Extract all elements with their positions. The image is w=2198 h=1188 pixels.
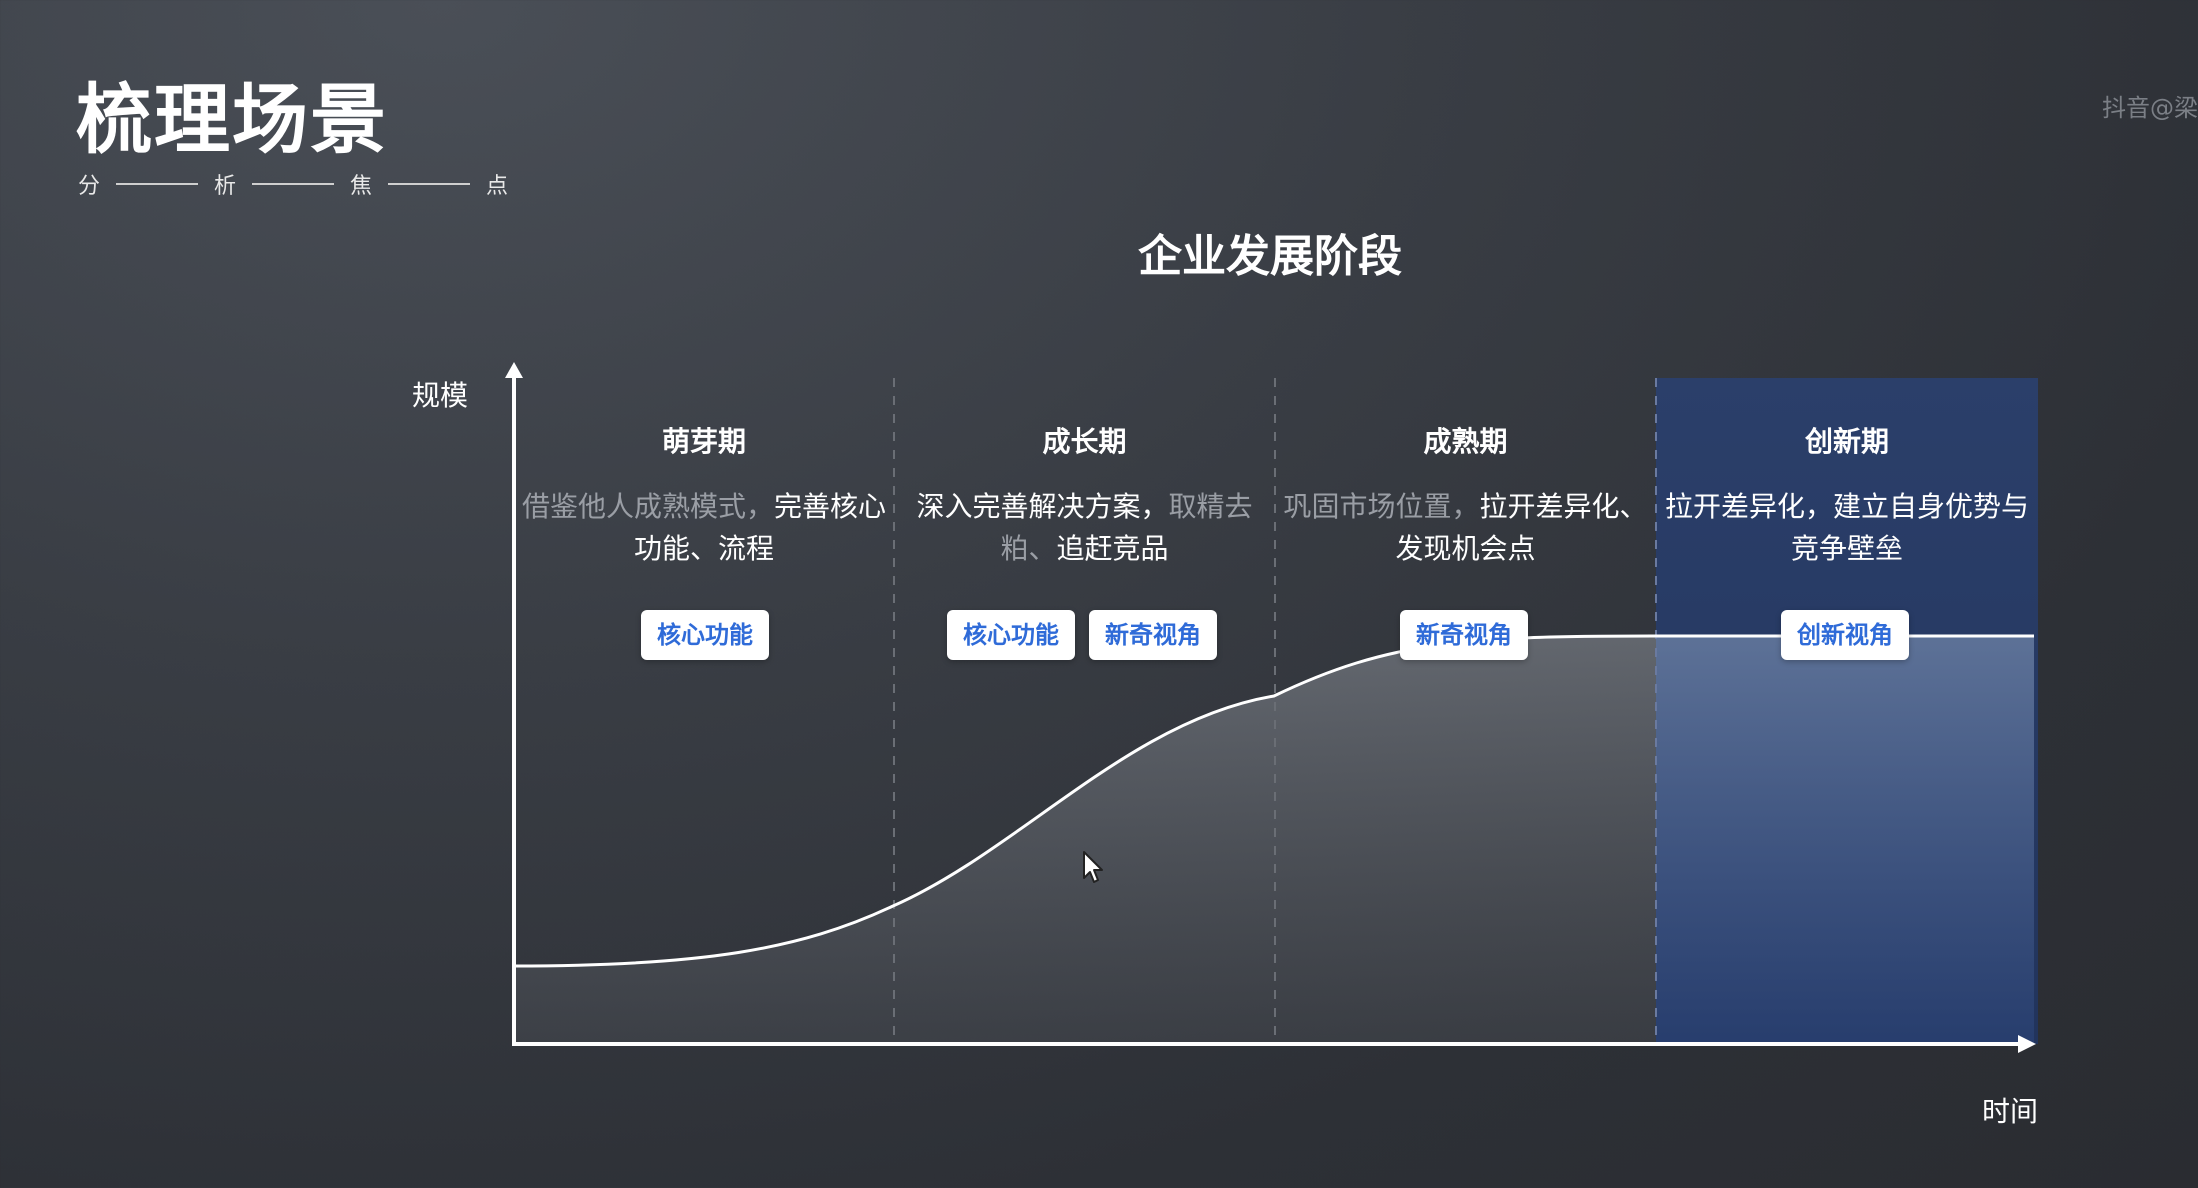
tag-core-function[interactable]: 核心功能	[947, 610, 1075, 660]
page-title: 梳理场景	[76, 75, 388, 164]
mouse-cursor-icon	[1083, 851, 1103, 883]
stage-name: 成熟期	[1423, 425, 1508, 458]
step-3: 焦	[350, 174, 373, 199]
tag-core-function[interactable]: 核心功能	[641, 610, 769, 660]
stage-growth: 成长期 深入完善解决方案，取精去粕、追赶竞品	[902, 420, 1267, 570]
stage-description: 借鉴他人成熟模式，完善核心功能、流程	[521, 490, 887, 565]
growth-area	[514, 636, 1656, 1044]
stage-innovation: 创新期 拉开差异化，建立自身优势与竞争壁垒	[1664, 420, 2030, 570]
stage-name: 创新期	[1804, 425, 1889, 458]
tag-novel-perspective[interactable]: 新奇视角	[1089, 610, 1217, 660]
stage-description: 巩固市场位置，拉开差异化、发现机会点	[1283, 490, 1648, 565]
x-axis-label: 时间	[1982, 1095, 2039, 1128]
tag-innovation-perspective[interactable]: 创新视角	[1781, 610, 1909, 660]
diagram-title: 企业发展阶段	[1138, 231, 1402, 282]
stage-name: 成长期	[1042, 425, 1127, 458]
stage-sprout-tags: 核心功能	[641, 610, 769, 660]
stage-description: 拉开差异化，建立自身优势与竞争壁垒	[1664, 490, 2029, 565]
stage-mature-tags: 新奇视角	[1400, 610, 1528, 660]
step-divider	[388, 183, 471, 185]
growth-area-highlight	[1656, 636, 2034, 1044]
step-1: 分	[78, 174, 101, 199]
stage-description: 深入完善解决方案，取精去粕、追赶竞品	[916, 490, 1253, 565]
y-axis-arrow	[505, 362, 523, 378]
y-axis-label: 规模	[412, 379, 469, 412]
step-divider	[116, 183, 199, 185]
watermark: 抖音@梁	[2102, 94, 2198, 122]
stage-mature: 成熟期 巩固市场位置，拉开差异化、发现机会点	[1283, 420, 1648, 570]
step-2: 析	[214, 174, 237, 199]
stage-innovation-tags: 创新视角	[1781, 610, 1909, 660]
step-divider	[252, 183, 335, 185]
stage-growth-tags: 核心功能 新奇视角	[947, 610, 1217, 660]
step-4: 点	[486, 174, 509, 199]
tag-novel-perspective[interactable]: 新奇视角	[1400, 610, 1528, 660]
analysis-steps: 分 析 焦 点	[78, 168, 508, 200]
x-axis-arrow	[2018, 1035, 2036, 1053]
stage-sprout: 萌芽期 借鉴他人成熟模式，完善核心功能、流程	[514, 420, 894, 570]
stage-name: 萌芽期	[661, 425, 746, 458]
